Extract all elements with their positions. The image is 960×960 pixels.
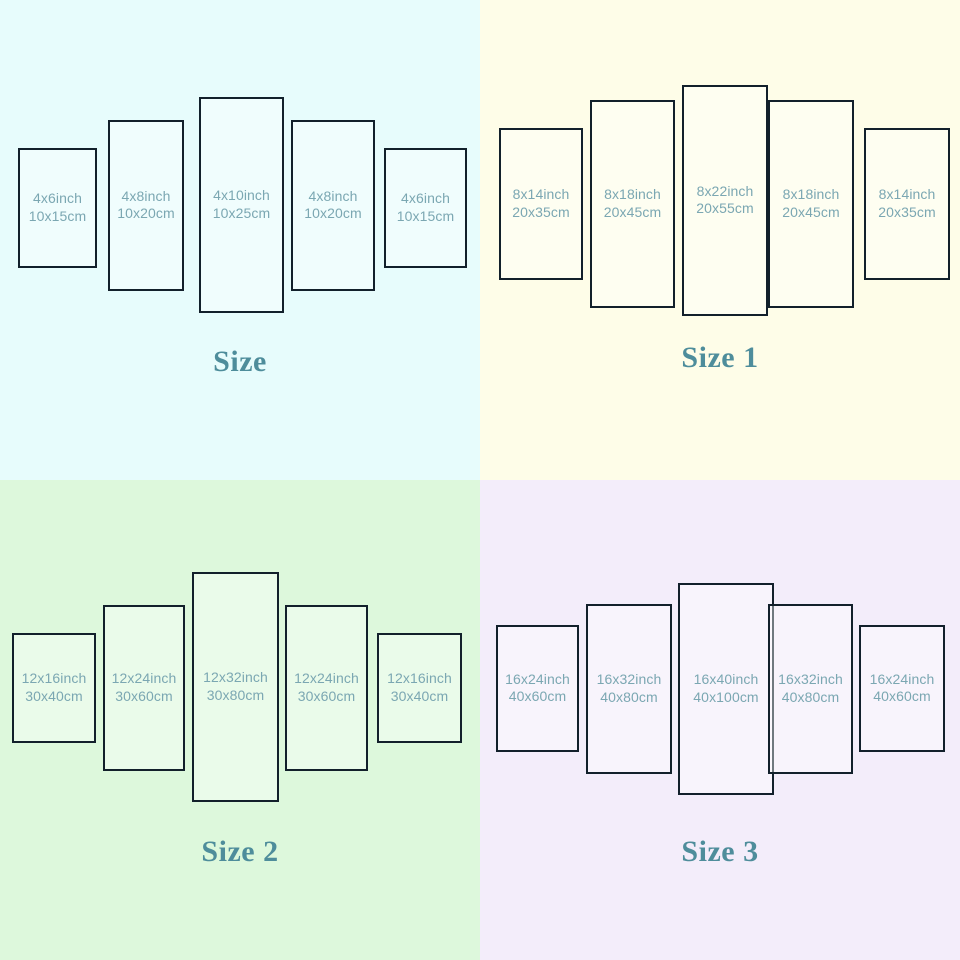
size-label-cm: 20x45cm (782, 204, 840, 220)
size-label-inch: 8x18inch (604, 186, 661, 203)
size-label-cm: 10x15cm (396, 208, 455, 224)
size-label-cm: 40x100cm (693, 689, 759, 705)
size-label-inch: 12x32inch (203, 669, 268, 686)
size-label-cm: 40x80cm (600, 689, 658, 705)
size-label-inch: 12x16inch (387, 670, 452, 687)
size-label-cm: 40x80cm (781, 689, 840, 705)
size-label-cm: 10x25cm (212, 205, 271, 221)
size-label-cm: 40x60cm (508, 688, 567, 705)
size-label-cm: 10x20cm (304, 205, 362, 222)
size-label-inch: 16x32inch (778, 671, 843, 688)
size-label-cm: 30x40cm (25, 688, 83, 704)
size-label-cm: 20x35cm (512, 204, 570, 220)
quadrant-title-size-1: Size 1 (681, 341, 759, 374)
size-label-inch: 4x8inch (308, 187, 358, 204)
size-label-inch: 16x24inch (505, 670, 570, 687)
size-label-inch: 8x18inch (782, 186, 840, 203)
size-label-inch: 8x22inch (696, 182, 754, 199)
size-label-cm: 20x35cm (878, 204, 936, 220)
size-label-cm: 40x60cm (873, 688, 931, 705)
size-label-cm: 30x60cm (297, 688, 356, 704)
size-label-inch: 16x40inch (693, 671, 759, 688)
size-label-cm: 10x15cm (28, 208, 87, 224)
quadrant-title-size-3: Size 3 (681, 835, 759, 868)
size-label-cm: 30x60cm (115, 688, 173, 704)
size-label-cm: 10x20cm (117, 205, 175, 222)
size-label-inch: 12x24inch (111, 670, 177, 687)
size-label-inch: 16x24inch (869, 670, 935, 687)
size-label-cm: 30x80cm (206, 687, 265, 703)
size-label-inch: 8x14inch (878, 186, 936, 203)
size-label-inch: 8x14inch (512, 186, 570, 203)
size-label-cm: 30x40cm (390, 688, 449, 704)
size-label-inch: 4x10inch (213, 187, 270, 204)
quadrant-title-size: Size (213, 345, 267, 378)
size-label-inch: 16x32inch (596, 671, 662, 688)
size-label-inch: 12x24inch (294, 670, 359, 687)
size-label-inch: 4x8inch (121, 187, 171, 204)
size-label-cm: 20x45cm (603, 204, 662, 220)
size-label-inch: 4x6inch (401, 190, 450, 207)
size-label-inch: 12x16inch (21, 670, 87, 687)
size-label-inch: 4x6inch (33, 190, 82, 207)
quadrant-title-size-2: Size 2 (201, 835, 279, 868)
size-label-cm: 20x55cm (696, 200, 754, 217)
